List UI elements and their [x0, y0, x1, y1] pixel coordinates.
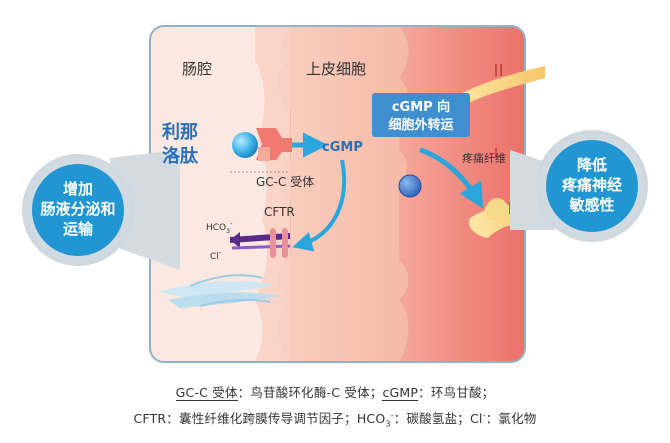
- legend-receptor-def: ：鸟苷酸环化酶-C 受体；: [237, 385, 383, 400]
- lumen-label: 肠腔: [182, 60, 212, 78]
- cftr-ion-arrows: [229, 228, 291, 258]
- right-callout: [510, 130, 648, 242]
- fluid-spray: [158, 274, 280, 308]
- cgmp-to-fiber-arrow: [419, 147, 484, 209]
- epithelium-label: 上皮细胞: [306, 60, 366, 78]
- cgmp-transporter-node: [398, 174, 422, 198]
- legend-cftr: CFTR：囊性纤维化跨膜传导调节因子；: [133, 411, 357, 426]
- left-callout-line2: 肠液分泌和: [40, 200, 115, 218]
- cgmp-label: cGMP: [322, 140, 363, 155]
- pain-fiber-label: 疼痛纤维: [462, 151, 506, 165]
- cl-label: Cl-: [210, 249, 222, 262]
- transport-label-line1: cGMP 向: [392, 99, 450, 115]
- cftr-label: CFTR: [264, 205, 295, 219]
- gc-c-receptor: [256, 128, 292, 161]
- right-callout-line1: 降低: [577, 156, 607, 174]
- linaclotide-molecule: [232, 132, 258, 158]
- receptor-label: GC-C 受体: [256, 175, 314, 189]
- legend-line-1: GC-C 受体：鸟苷酸环化酶-C 受体；cGMP：环鸟甘酸；: [0, 382, 670, 401]
- transport-label-line2: 细胞外转运: [388, 117, 453, 133]
- drug-name-line1: 利那: [162, 121, 198, 143]
- right-callout-line2: 疼痛神经: [562, 176, 622, 194]
- drug-name-line2: 洛肽: [162, 145, 199, 167]
- hco3-label: HCO3-: [206, 220, 233, 235]
- cell-membrane-left: [255, 26, 290, 362]
- left-callout-line3: 运输: [63, 220, 94, 238]
- legend-hco3-term: HCO3-: [356, 410, 394, 429]
- legend-line-2: CFTR：囊性纤维化跨膜传导调节因子；HCO3-：碳酸氢盐；Cl-：氯化物: [0, 408, 670, 429]
- right-callout-line3: 敏感性: [568, 196, 614, 214]
- legend-cgmp-term: cGMP: [382, 385, 419, 401]
- left-callout-line1: 增加: [63, 180, 93, 198]
- legend-cl-term: Cl-: [469, 410, 486, 426]
- left-callout: [22, 150, 180, 270]
- cgmp-transport-box: [372, 93, 470, 137]
- legend-cl-def: ：氯化物: [485, 411, 537, 426]
- cgmp-to-cftr-arrow: [292, 159, 347, 252]
- legend-cgmp-def: ：环鸟甘酸；: [418, 385, 495, 400]
- legend-receptor-term: GC-C 受体: [175, 385, 238, 401]
- legend-hco3-def: ：碳酸氢盐；: [393, 411, 470, 426]
